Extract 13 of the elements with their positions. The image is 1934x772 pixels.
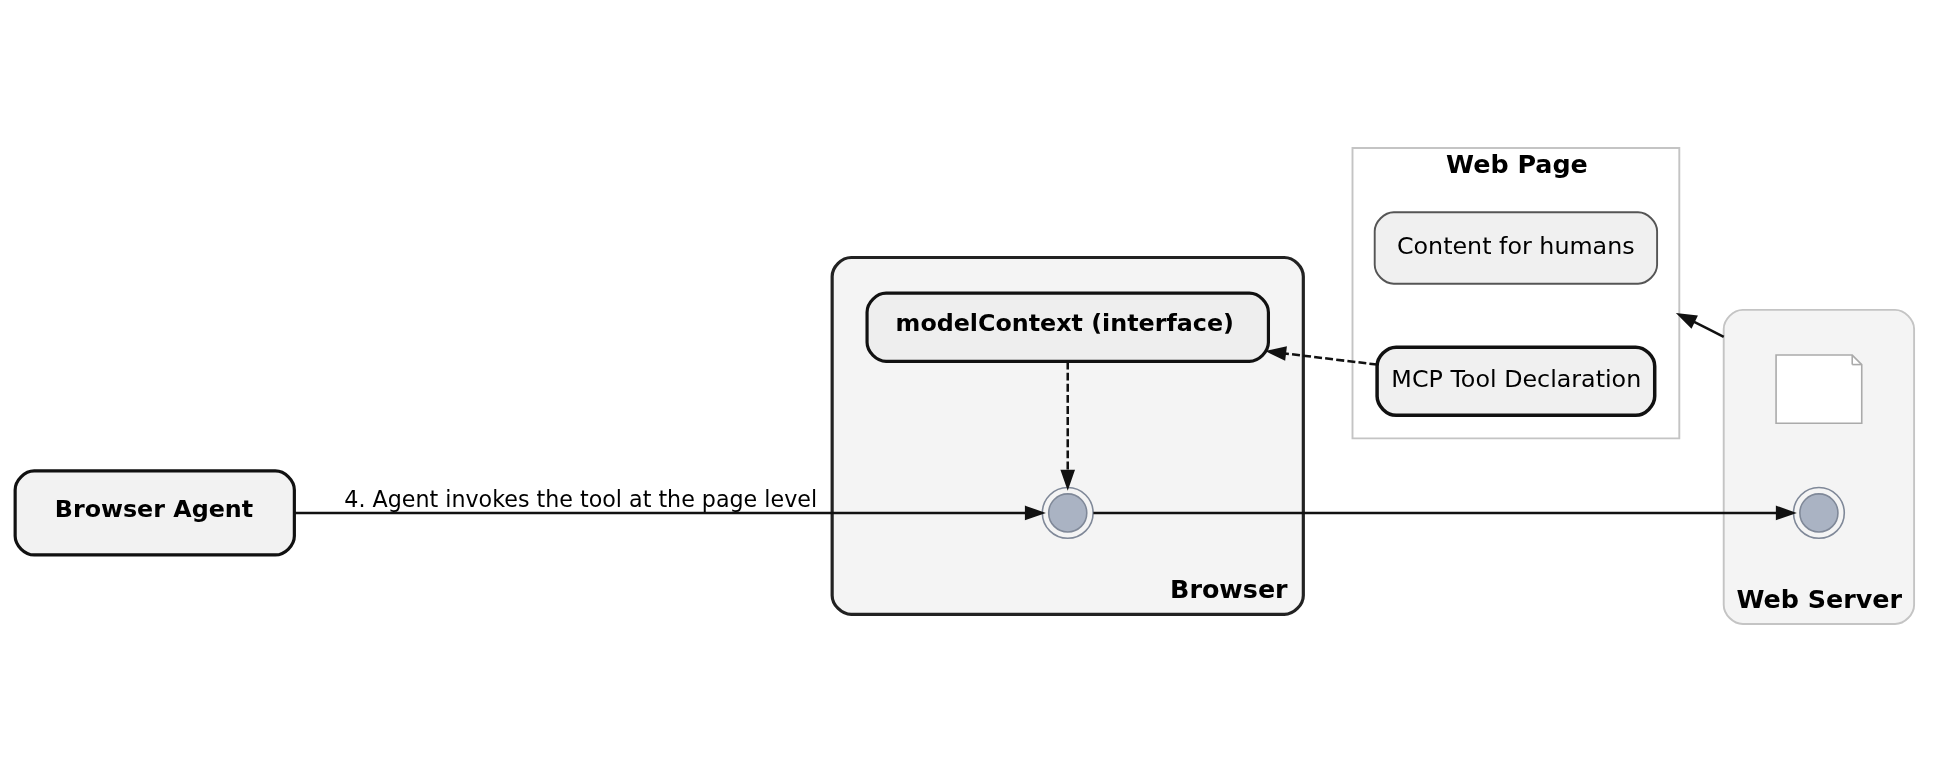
cluster: Web Server <box>1722 308 1916 625</box>
node-picture <box>1792 486 1846 540</box>
arrow <box>294 505 1046 521</box>
node-box: Browser Agent <box>13 469 296 557</box>
node-box: modelContext (interface) <box>865 291 1270 363</box>
arrow <box>1093 505 1797 521</box>
arrow <box>1675 312 1725 339</box>
node-box: MCP Tool Declaration <box>1375 345 1657 418</box>
arrow <box>1060 361 1076 491</box>
node-picture <box>1041 486 1094 540</box>
node-box: Content for humans <box>1373 211 1659 285</box>
edge-label: 4. Agent invokes the tool at the page level <box>344 485 818 512</box>
arrow <box>1265 346 1378 366</box>
